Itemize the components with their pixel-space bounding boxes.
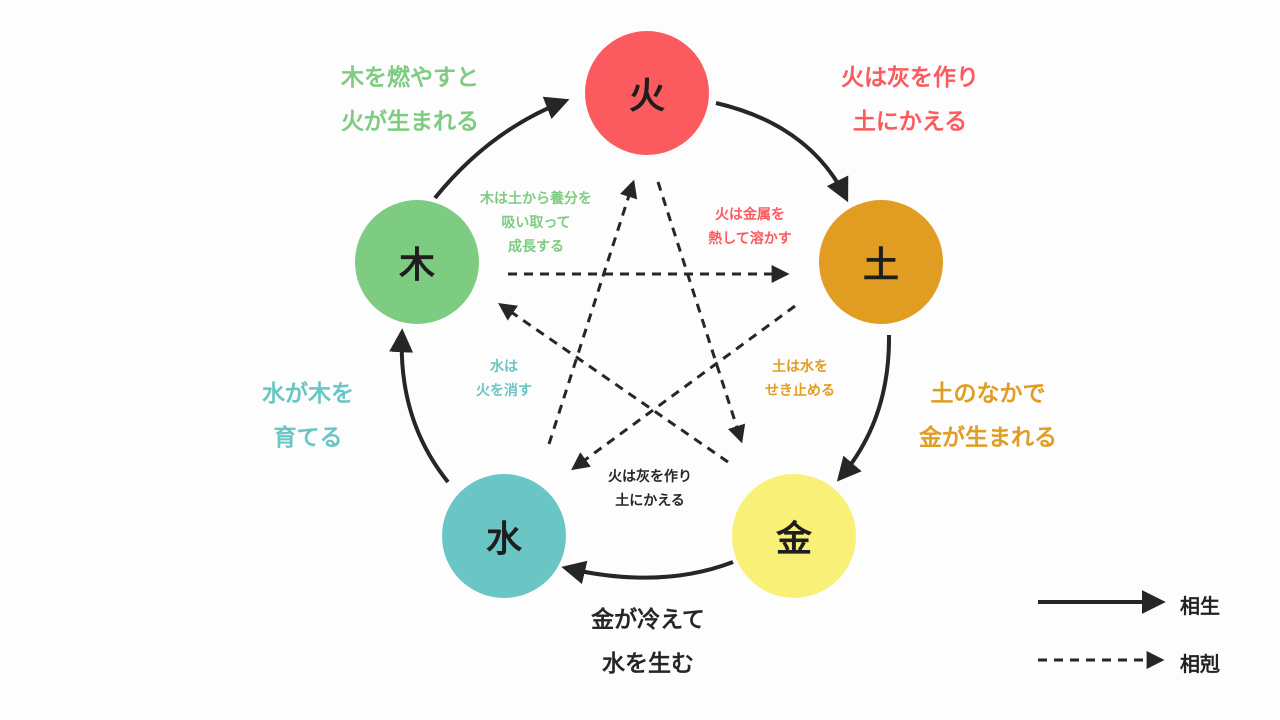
label-line: 土にかえる xyxy=(852,109,968,135)
arrow-earth-to-metal xyxy=(836,334,892,482)
label-water-to-wood: 水が木を 育てる xyxy=(208,372,408,460)
label-line: 育てる xyxy=(273,425,343,451)
node-metal-label: 金 xyxy=(775,519,812,560)
legend-generating-label: 相生 xyxy=(1180,594,1220,618)
label-line: 成長する xyxy=(508,239,564,255)
node-wood: 木 xyxy=(355,200,479,324)
label-line: せき止める xyxy=(765,383,835,399)
label-line: 木を燃やすと xyxy=(341,65,479,91)
label-line: 土のなかで xyxy=(930,381,1046,407)
label-line: 土にかえる xyxy=(615,493,685,509)
label-line: 土は水を xyxy=(772,359,828,375)
node-water-label: 水 xyxy=(485,519,522,560)
arrow-wood-to-fire xyxy=(433,96,570,200)
node-earth-label: 土 xyxy=(862,245,899,286)
node-metal: 金 xyxy=(732,474,856,598)
label-line: 水は xyxy=(490,359,518,375)
node-fire-label: 火 xyxy=(628,76,665,117)
legend-controlling-label: 相剋 xyxy=(1180,652,1220,676)
node-fire: 火 xyxy=(585,31,709,155)
arrow-metal-to-water xyxy=(561,560,734,585)
arrow-metal-over-wood xyxy=(498,302,729,464)
label-line: 吸い取って xyxy=(501,215,571,231)
node-water: 水 xyxy=(442,474,566,598)
node-earth: 土 xyxy=(819,200,943,324)
arrow-fire-over-metal xyxy=(656,181,746,444)
label-fire-to-earth: 火は灰を作り 土にかえる xyxy=(810,56,1010,144)
label-metal-over-wood: 火は灰を作り 土にかえる xyxy=(580,465,720,513)
label-line: 熱して溶かす xyxy=(708,231,792,247)
label-line: 木は土から養分を xyxy=(480,191,592,207)
label-line: 金が生まれる xyxy=(919,425,1057,451)
arrow-earth-over-water xyxy=(571,304,796,471)
label-water-over-fire: 水は 火を消す xyxy=(454,355,554,403)
node-wood-label: 木 xyxy=(398,245,435,286)
label-wood-over-earth: 木は土から養分を 吸い取って 成長する xyxy=(456,187,616,259)
label-line: 火は金属を xyxy=(715,207,785,223)
label-fire-over-metal: 火は金属を 熱して溶かす xyxy=(680,203,820,251)
label-earth-over-water: 土は水を せき止める xyxy=(740,355,860,403)
arrow-water-to-wood xyxy=(389,328,450,484)
label-line: 火は灰を作り xyxy=(608,469,692,485)
label-line: 火は灰を作り xyxy=(841,65,979,91)
label-line: 火を消す xyxy=(476,383,532,399)
label-line: 水を生む xyxy=(602,651,694,677)
label-earth-to-metal: 土のなかで 金が生まれる xyxy=(888,372,1088,460)
label-line: 火が生まれる xyxy=(341,109,479,135)
label-metal-to-water: 金が冷えて 水を生む xyxy=(548,598,748,686)
arrow-fire-to-earth xyxy=(715,101,849,203)
arrow-water-over-fire xyxy=(547,179,638,445)
label-wood-to-fire: 木を燃やすと 火が生まれる xyxy=(310,56,510,144)
label-line: 水が木を xyxy=(262,381,354,407)
label-line: 金が冷えて xyxy=(591,607,705,633)
